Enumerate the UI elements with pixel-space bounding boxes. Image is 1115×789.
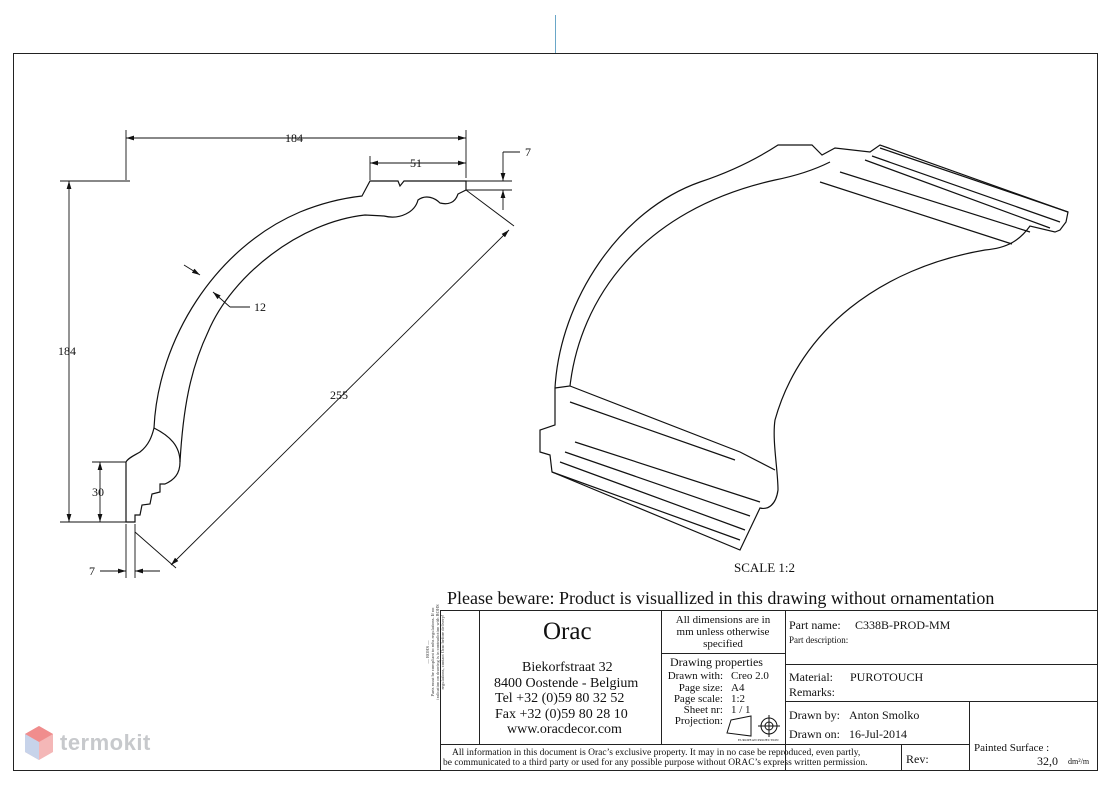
copyright-line-2: be communicated to a third party or used… [443, 758, 868, 768]
material-label: Material: [789, 670, 833, 684]
sheet-nr-label: Sheet nr: [683, 704, 723, 716]
page-size-label: Page size: [678, 682, 723, 694]
drawn-with-label: Drawn with: [667, 670, 723, 682]
part-name: C338B-PROD-MM [855, 618, 951, 632]
company-city: 8400 Oostende - Belgium [494, 676, 639, 691]
termokit-watermark: termokit [24, 725, 151, 761]
sheet-center-mark [555, 15, 556, 53]
painted-surface-value: 32,0 [1037, 754, 1058, 768]
projection-caption: EUROPEAN PROJECTION [738, 738, 779, 742]
dim-bottom-offset: 7 [89, 564, 95, 578]
termokit-logo-icon [25, 726, 53, 760]
dim-radius: 12 [254, 300, 266, 314]
dim-top-offset: 7 [525, 145, 531, 159]
page-scale-label: Page scale: [673, 693, 723, 705]
scale-label: SCALE 1:2 [734, 560, 796, 575]
painted-surface-label: Painted Surface : [974, 742, 1050, 754]
dim-diagonal: 255 [330, 388, 348, 402]
drawn-with-value: Creo 2.0 [731, 670, 769, 682]
material-value: PUROTOUCH [850, 670, 924, 684]
company-web[interactable]: www.oracdecor.com [507, 722, 622, 737]
page-size-value: A4 [731, 682, 745, 694]
drawn-by-label: Drawn by: [789, 708, 840, 722]
part-description-label: Part description: [789, 635, 849, 645]
ornamentation-notice: Please beware: Product is visuallized in… [447, 588, 995, 608]
dim-profile-top: 51 [410, 156, 422, 170]
projection-label: Projection: [674, 715, 723, 727]
cornice-isometric-view [539, 144, 1069, 551]
page-scale-value: 1:2 [731, 693, 746, 705]
copyright-line-1: All information in this document is Orac… [452, 748, 861, 758]
rev-label: Rev: [906, 752, 929, 766]
remarks-label: Remarks: [789, 685, 835, 699]
title-block [440, 610, 1098, 771]
dim-bottom-profile: 30 [92, 485, 104, 499]
company-fax: Fax +32 (0)59 80 28 10 [495, 707, 628, 722]
company-tel: Tel +32 (0)59 80 32 52 [495, 691, 625, 706]
dimension-lines [60, 130, 520, 578]
dimensions-note: All dimensions are in mm unless otherwis… [675, 614, 771, 650]
drawn-by-value: Anton Smolko [849, 708, 920, 722]
company-street: Biekorfstraat 32 [522, 660, 613, 675]
projection-symbol [726, 715, 780, 737]
rohs-note: — ROHS — Parts must be compliant to rohs… [425, 604, 445, 700]
part-name-label: Part name: [789, 618, 841, 632]
drawn-on-label: Drawn on: [789, 727, 840, 741]
drawn-on-value: 16-Jul-2014 [849, 727, 907, 741]
termokit-logo-text: termokit [60, 730, 151, 755]
cornice-profile-section [125, 180, 467, 523]
drawing-properties-title: Drawing properties [670, 655, 763, 669]
dim-width-top: 184 [285, 131, 303, 145]
dim-height: 184 [58, 344, 76, 358]
sheet-nr-value: 1 / 1 [731, 704, 751, 716]
company-name: Orac [543, 618, 592, 645]
painted-surface-unit: dm²/m [1068, 757, 1090, 766]
